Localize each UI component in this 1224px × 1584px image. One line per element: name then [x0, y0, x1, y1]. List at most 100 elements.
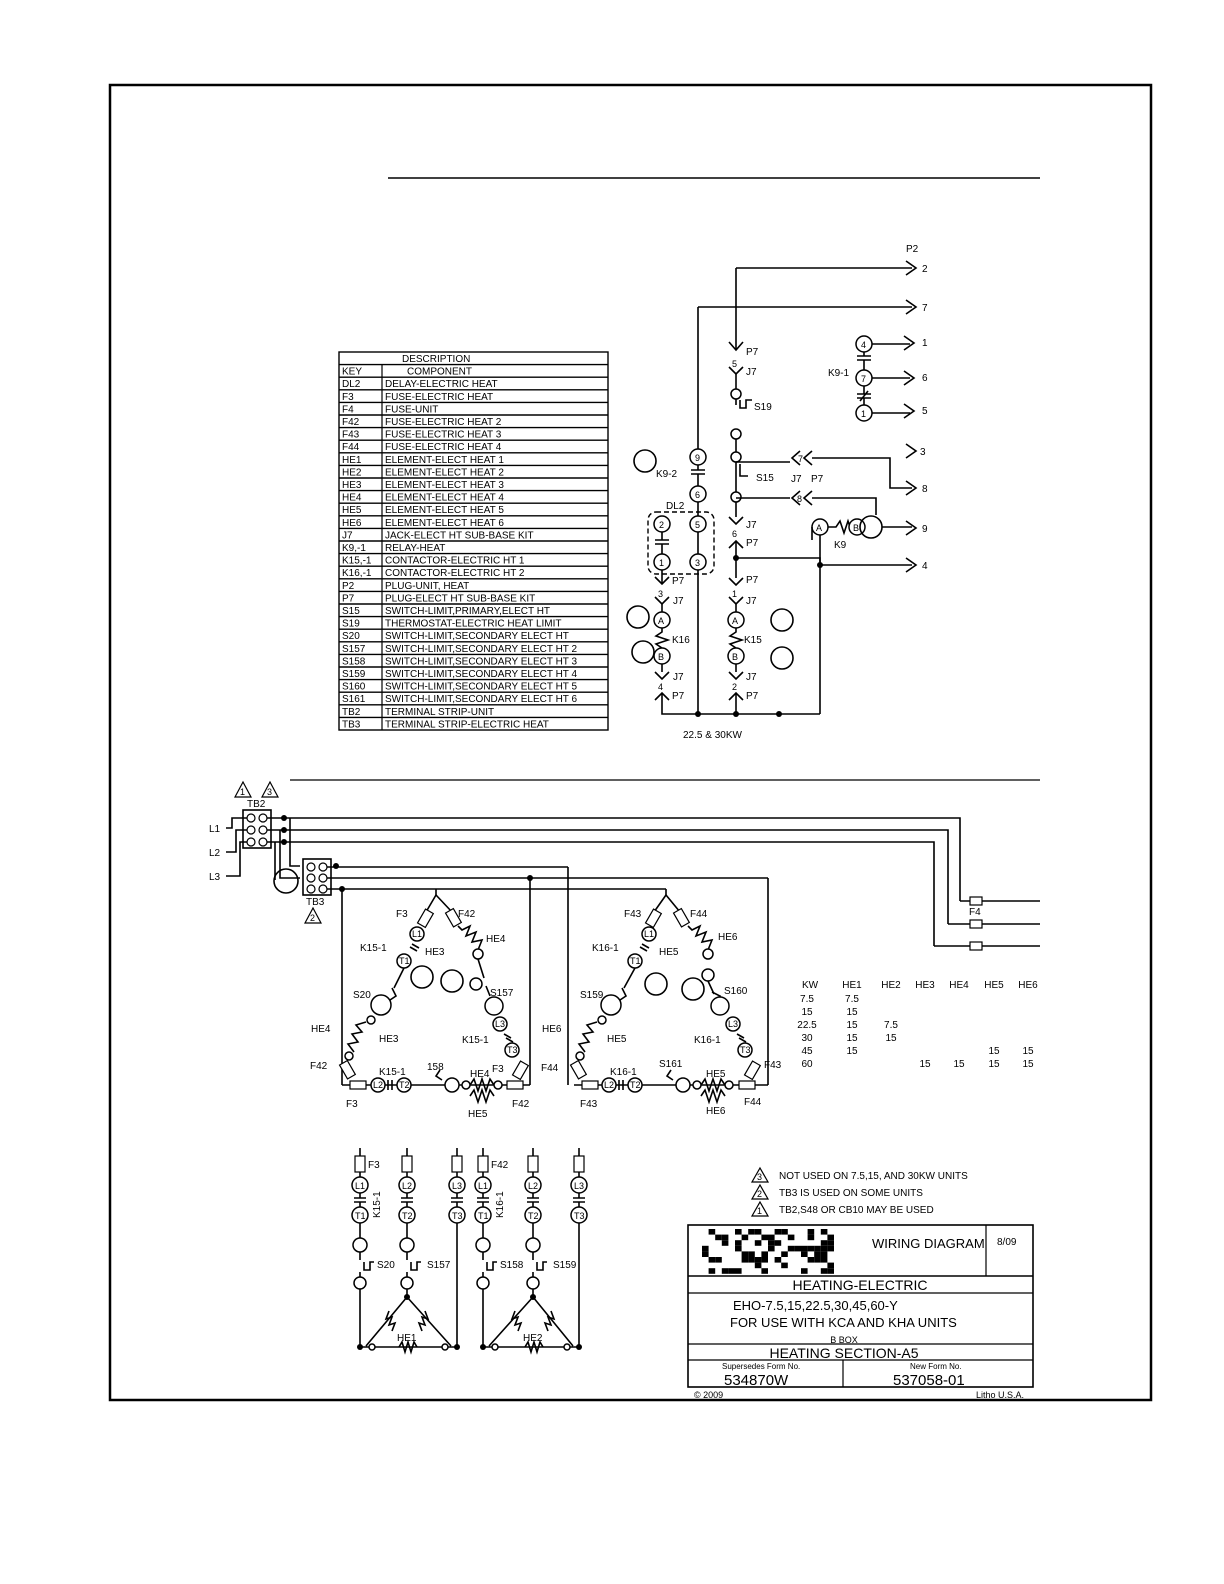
legend-key: F43: [342, 430, 360, 441]
k9-2-label: K9-2: [656, 469, 678, 480]
legend-desc: SWITCH-LIMIT,SECONDARY ELECT HT: [385, 631, 569, 642]
k9-coil-b: B: [853, 523, 859, 533]
s19-label: S19: [754, 402, 772, 413]
f4-label: F4: [969, 907, 981, 918]
kw-table-cell: 15: [953, 1059, 965, 1070]
p2-pin-4: 4: [922, 561, 928, 572]
bank1-s157-label: S157: [490, 988, 514, 999]
doc-type: WIRING DIAGRAM: [872, 1236, 985, 1251]
lower-unit2-contact-t: T3: [574, 1211, 585, 1221]
note-mark: 3: [757, 1172, 762, 1182]
kw-table-cell: 15: [846, 1020, 858, 1031]
kw-table-cell: 15: [919, 1059, 931, 1070]
bank1-t1: T1: [399, 956, 410, 966]
legend-key: S20: [342, 631, 360, 642]
kw-table-cell: 45: [801, 1046, 813, 1057]
bank1-k15-1-label: K15-1: [360, 943, 387, 954]
bank1-t3: T3: [507, 1045, 518, 1055]
bank1-he3-top-label: HE3: [425, 947, 445, 958]
p2-pin-8: 8: [922, 484, 928, 495]
kw-table-cell: 15: [1022, 1059, 1034, 1070]
legend-desc: ELEMENT-ELECT HEAT 1: [385, 455, 504, 466]
kw-table-cell: 15: [846, 1046, 858, 1057]
legend-key: S158: [342, 656, 366, 667]
kw-table-cell: 7.5: [884, 1020, 898, 1031]
doc-date: 8/09: [997, 1237, 1017, 1248]
kw-table-cell: 15: [846, 1033, 858, 1044]
lower-unit2-contact-l: L1: [478, 1181, 488, 1191]
note-text: TB3 IS USED ON SOME UNITS: [779, 1188, 923, 1199]
lower-unit1-contact-t: T3: [452, 1211, 463, 1221]
legend-desc: TERMINAL STRIP-ELECTRIC HEAT: [385, 719, 549, 730]
bank2-t1: T1: [630, 956, 641, 966]
lower-unit2-contact-t: T1: [478, 1211, 489, 1221]
note-mark: 2: [757, 1189, 762, 1199]
p2-pin-5: 5: [922, 406, 928, 417]
legend-desc: CONTACTOR-ELECTRIC HT 2: [385, 568, 525, 579]
legend-desc: CONTACTOR-ELECTRIC HT 1: [385, 556, 525, 567]
dl2-box: [647, 511, 715, 575]
legend-desc: ELEMENT-ELECT HEAT 2: [385, 467, 504, 478]
legend-key: F3: [342, 392, 354, 403]
pin-5: 5: [732, 359, 737, 369]
bank1-f42-left-label: F42: [310, 1061, 328, 1072]
legend-desc: FUSE-ELECTRIC HEAT 4: [385, 442, 502, 453]
p7-label-top: P7: [746, 347, 759, 358]
lower-unit1-contact-l: L3: [452, 1181, 462, 1191]
models-line: EHO-7.5,15,22.5,30,45,60-Y: [733, 1298, 898, 1313]
legend-key: S159: [342, 669, 366, 680]
bank2-f43-bottom-label: F43: [580, 1099, 598, 1110]
k16-label: K16: [672, 635, 690, 646]
legend-desc: FUSE-UNIT: [385, 404, 438, 415]
legend-desc: SWITCH-LIMIT,SECONDARY ELECT HT 4: [385, 669, 578, 680]
supersedes-label: Supersedes Form No.: [722, 1362, 800, 1371]
bank1-he5-label: HE5: [468, 1109, 488, 1120]
legend-key: HE6: [342, 518, 362, 529]
system-title: HEATING-ELECTRIC: [792, 1277, 927, 1293]
p2-label: P2: [906, 244, 919, 255]
dl2-pin-1: 1: [659, 558, 664, 568]
legend-key: HE2: [342, 467, 362, 478]
legend-key: TB3: [342, 719, 361, 730]
bank2-t2: T2: [630, 1080, 641, 1090]
bank2-s161-label: S161: [659, 1059, 683, 1070]
box-line: B BOX: [830, 1335, 858, 1345]
bank1-he4-label: HE4: [311, 1024, 331, 1035]
bank1-f3-bottom-label: F3: [346, 1099, 358, 1110]
legend-key: HE1: [342, 455, 362, 466]
bank2-he5-top-label: HE5: [659, 947, 679, 958]
copyright: © 2009: [694, 1390, 723, 1400]
bank1-f3-label: F3: [396, 909, 408, 920]
kw-table-cell: 15: [846, 1007, 858, 1018]
s15-label: S15: [756, 473, 774, 484]
bank2-k16-1-right-label: K16-1: [694, 1035, 721, 1046]
supersedes-value: 534870W: [724, 1372, 789, 1389]
k9-2-pin-6: 6: [695, 490, 700, 500]
kw-table-header: HE1: [842, 980, 862, 991]
note-mark: 1: [757, 1206, 762, 1216]
p2-pin-6: 6: [922, 373, 928, 384]
p2-pin-1: 1: [922, 338, 928, 349]
lower-unit2-element-label: HE2: [523, 1333, 543, 1344]
legend-key: DL2: [342, 379, 361, 390]
bank2-he6-bottom-label: HE6: [706, 1106, 726, 1117]
pin-1: 1: [732, 589, 737, 599]
lower-unit1-contact-l: L2: [402, 1181, 412, 1191]
lower-unit1-contact-t: T2: [402, 1211, 413, 1221]
lower-unit1-switch-left-label: S20: [377, 1260, 395, 1271]
bank2-k16-1-label: K16-1: [592, 943, 619, 954]
legend-desc: ELEMENT-ELECT HEAT 5: [385, 505, 504, 516]
kw-table-header: HE5: [984, 980, 1004, 991]
bank2-he6-label: HE6: [542, 1024, 562, 1035]
p2-pin-2: 2: [922, 264, 928, 275]
lower-unit1-contact-t: T1: [355, 1211, 366, 1221]
bank2-k16-1-bottom-label: K16-1: [610, 1067, 637, 1078]
k9-1-pin-1: 1: [861, 409, 866, 419]
j7-label-k16a: J7: [673, 596, 684, 607]
bank1-f42-label: F42: [458, 909, 476, 920]
kw-table-cell: 60: [801, 1059, 813, 1070]
legend-desc: FUSE-ELECTRIC HEAT: [385, 392, 493, 403]
bank1-f3-right-label: F3: [492, 1064, 504, 1075]
